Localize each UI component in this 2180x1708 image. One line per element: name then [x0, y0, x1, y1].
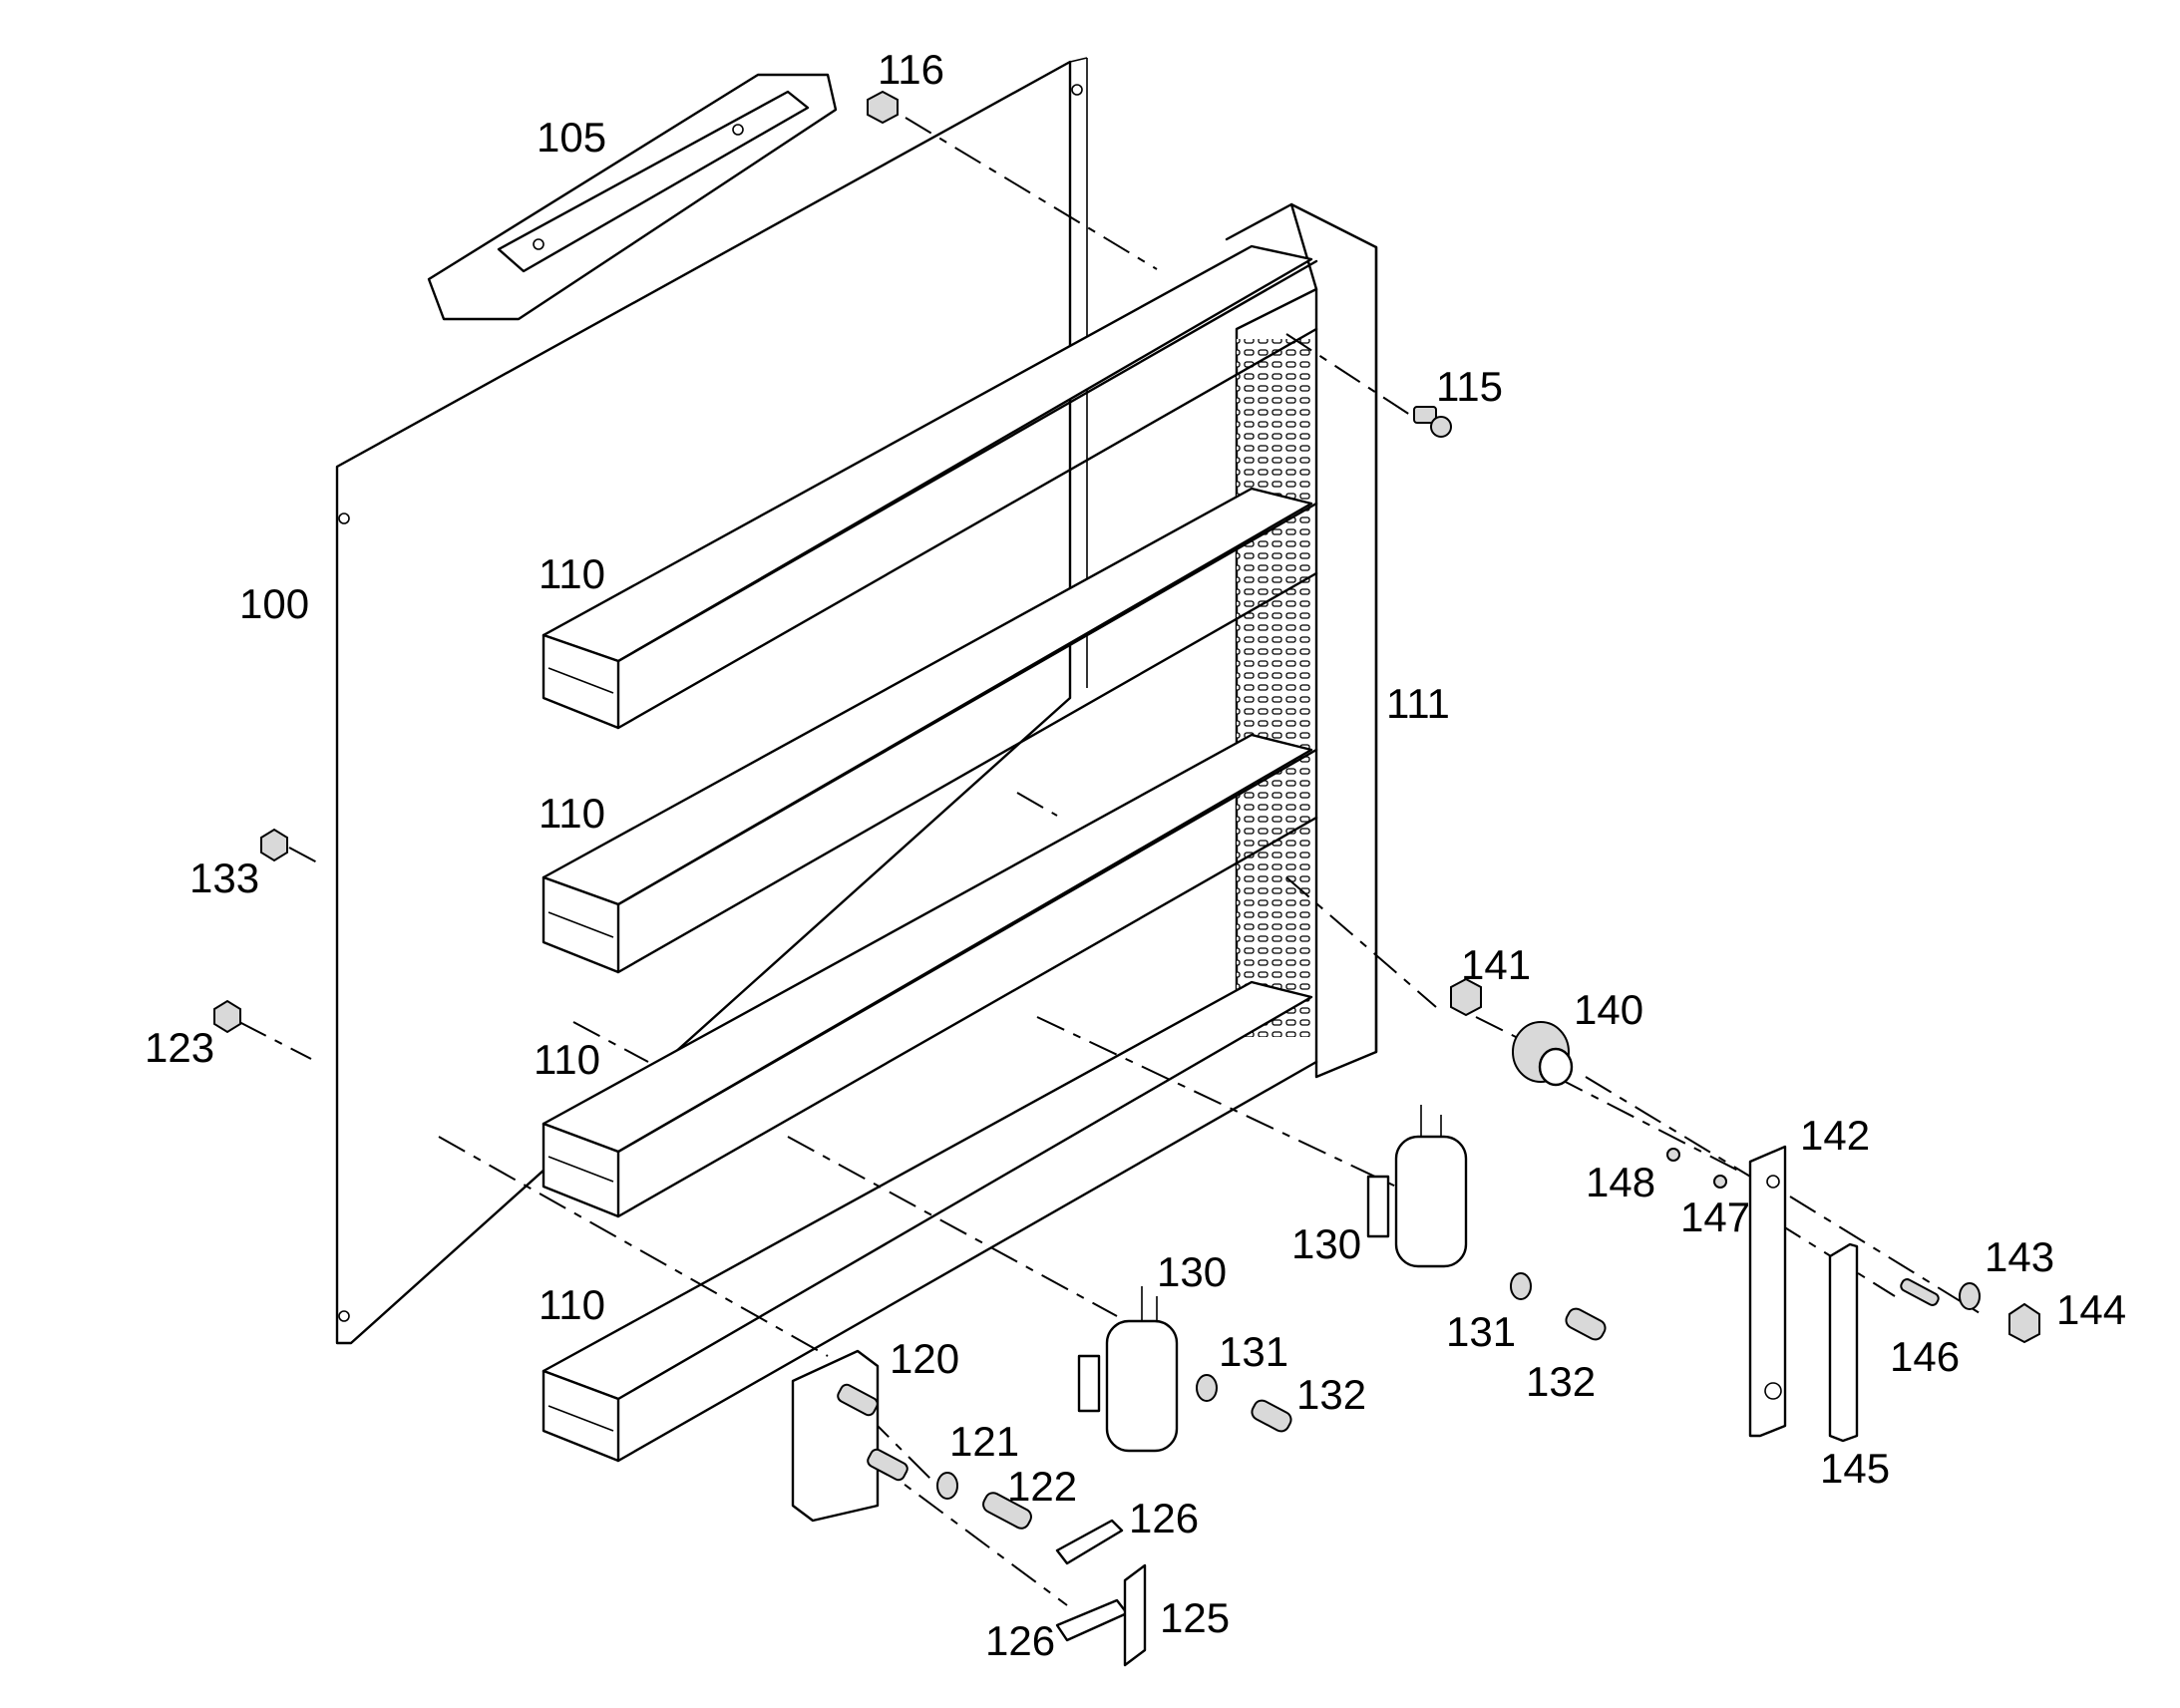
- bolt-144: [2008, 1302, 2040, 1344]
- callout-120: 120: [890, 1335, 959, 1382]
- nut-123: [213, 999, 241, 1034]
- cover-105: [427, 73, 838, 321]
- terminal-block-120: [791, 1349, 908, 1523]
- callout-116: 116: [878, 46, 944, 93]
- callout-126-bottom: 126: [985, 1617, 1055, 1664]
- callout-100: 100: [239, 580, 309, 627]
- callout-148: 148: [1586, 1159, 1655, 1205]
- nut-133: [260, 828, 288, 862]
- terminal-block-145: [1828, 1242, 1859, 1443]
- callout-131-right: 131: [1446, 1308, 1516, 1355]
- cable-duct-110-3: [542, 733, 1318, 1218]
- callout-122: 122: [1007, 1463, 1077, 1510]
- frame-111: [1225, 202, 1378, 1079]
- callout-132-left: 132: [1296, 1371, 1366, 1418]
- link-126-bottom: [1055, 1598, 1129, 1642]
- callout-145: 145: [1820, 1445, 1890, 1492]
- screw-115: [1413, 406, 1452, 438]
- terminal-bar-142: [1748, 1145, 1787, 1438]
- callout-142: 142: [1800, 1112, 1870, 1159]
- callout-147: 147: [1680, 1194, 1750, 1240]
- screw-132-left: [1251, 1399, 1292, 1433]
- callout-140: 140: [1574, 986, 1643, 1033]
- callout-131-left: 131: [1219, 1328, 1288, 1375]
- callout-144: 144: [2056, 1286, 2126, 1333]
- callout-125: 125: [1160, 1594, 1230, 1641]
- washer-147: [1713, 1175, 1727, 1189]
- frame-slot-pattern: [1237, 339, 1311, 1037]
- callout-132-right: 132: [1526, 1358, 1596, 1405]
- callout-143: 143: [1985, 1233, 2054, 1280]
- fuse-holder-130-left: [1077, 1286, 1179, 1453]
- callout-110-2: 110: [539, 790, 605, 837]
- nut-116: [867, 90, 899, 125]
- callout-115: 115: [1436, 363, 1503, 410]
- callout-110-4: 110: [539, 1281, 605, 1328]
- callout-105: 105: [537, 114, 606, 161]
- screw-146: [1900, 1278, 1940, 1306]
- bolt-141: [1450, 977, 1482, 1017]
- callout-121: 121: [949, 1418, 1019, 1465]
- callout-110-3: 110: [534, 1036, 600, 1083]
- gland-140: [1512, 1021, 1574, 1087]
- washer-143: [1959, 1282, 1981, 1310]
- washer-148: [1666, 1148, 1680, 1162]
- callout-123: 123: [145, 1024, 214, 1071]
- washer-131-left: [1196, 1374, 1218, 1402]
- callout-130-left: 130: [1157, 1248, 1227, 1295]
- link-126-top: [1055, 1519, 1124, 1565]
- callout-126-top: 126: [1129, 1495, 1199, 1541]
- callout-110-1: 110: [539, 550, 605, 597]
- fuse-125: [1123, 1563, 1147, 1667]
- callout-133: 133: [189, 854, 259, 901]
- callout-141: 141: [1461, 941, 1531, 988]
- cable-duct-110-4: [542, 980, 1318, 1463]
- washer-121: [936, 1472, 958, 1500]
- screw-132-right: [1565, 1307, 1607, 1341]
- callout-111: 111: [1386, 680, 1450, 727]
- callout-146: 146: [1890, 1333, 1960, 1380]
- washer-131-right: [1510, 1272, 1532, 1300]
- callout-labels: 105 116 115 100 111 110 110 110 110 133 …: [145, 46, 2126, 1664]
- cable-duct-110-2: [542, 487, 1318, 974]
- callout-130-right: 130: [1291, 1220, 1361, 1267]
- fuse-holder-130-right: [1366, 1105, 1468, 1268]
- bolt-122: [982, 1492, 1032, 1530]
- cable-duct-110-1: [542, 244, 1318, 730]
